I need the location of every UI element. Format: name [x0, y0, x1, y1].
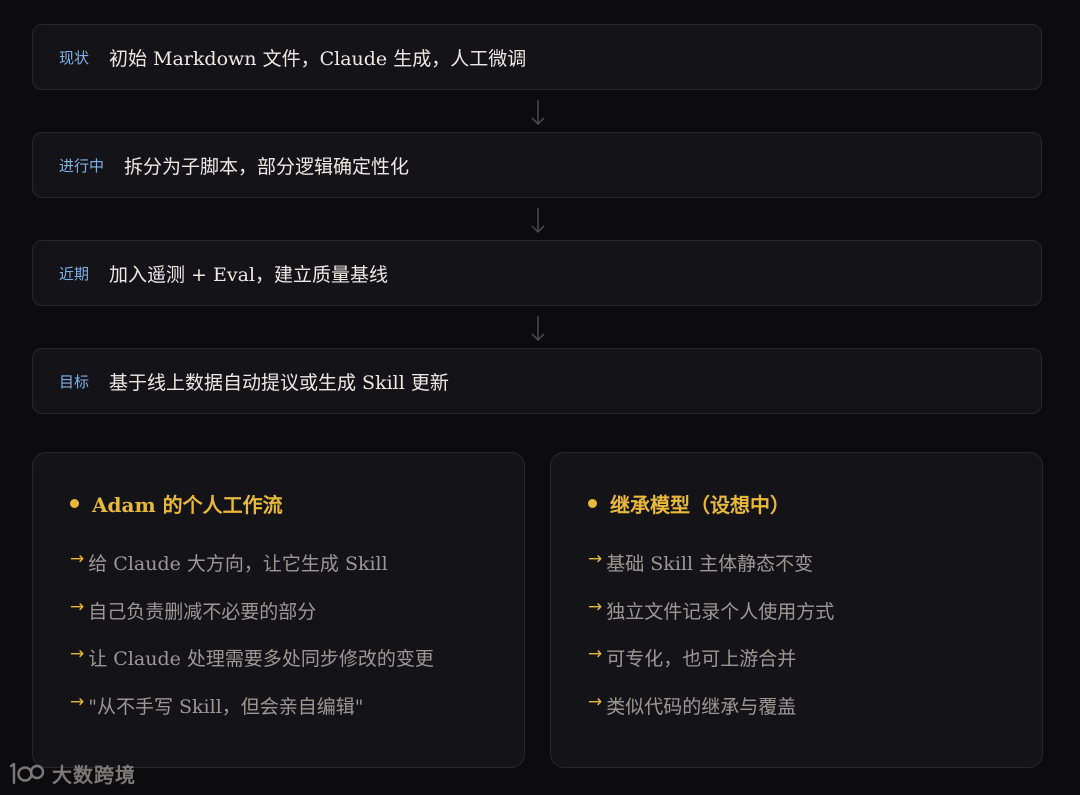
arrow-down-icon — [531, 316, 545, 342]
list-item-text: "从不手写 Skill，但会亲自编辑" — [88, 695, 364, 718]
step-text: 加入遥测 + Eval，建立质量基线 — [109, 263, 389, 286]
step-label: 近期 — [59, 264, 90, 283]
card-title: 继承模型（设想中） — [588, 489, 790, 518]
card-inheritance-model: 继承模型（设想中） →基础 Skill 主体静态不变 →独立文件记录个人使用方式… — [550, 452, 1043, 768]
list-item: →给 Claude 大方向，让它生成 Skill — [70, 549, 434, 597]
list-item: →自己负责删减不必要的部分 — [70, 597, 434, 645]
arrow-right-icon: → — [588, 596, 603, 617]
arrow-right-icon: → — [70, 691, 85, 712]
bullet-dot-icon — [588, 499, 597, 508]
bullet-dot-icon — [70, 499, 79, 508]
arrow-down-icon — [531, 100, 545, 126]
list-item: →类似代码的继承与覆盖 — [588, 692, 834, 740]
list-item: →独立文件记录个人使用方式 — [588, 597, 834, 645]
arrow-right-icon: → — [588, 691, 603, 712]
list-item-text: 独立文件记录个人使用方式 — [606, 600, 835, 623]
watermark-logo-icon — [9, 762, 45, 785]
list-item: →基础 Skill 主体静态不变 — [588, 549, 834, 597]
arrow-right-icon: → — [588, 644, 603, 664]
step-label: 现状 — [59, 48, 90, 67]
watermark-text: 大数跨境 — [52, 762, 136, 787]
list-item: →可专化，也可上游合并 — [588, 644, 834, 692]
arrow-right-icon: → — [70, 644, 85, 664]
step-in-progress: 进行中 拆分为子脚本，部分逻辑确定性化 — [32, 132, 1042, 198]
step-label: 进行中 — [59, 156, 105, 175]
step-label: 目标 — [59, 372, 90, 391]
card-title: Adam 的个人工作流 — [70, 489, 283, 518]
card-title-text: Adam 的个人工作流 — [92, 493, 283, 517]
card-adam-workflow: Adam 的个人工作流 →给 Claude 大方向，让它生成 Skill →自己… — [32, 452, 525, 768]
card-list: →基础 Skill 主体静态不变 →独立文件记录个人使用方式 →可专化，也可上游… — [588, 549, 834, 739]
list-item-text: 自己负责删减不必要的部分 — [88, 600, 317, 623]
step-goal: 目标 基于线上数据自动提议或生成 Skill 更新 — [32, 348, 1042, 414]
list-item-text: 让 Claude 处理需要多处同步修改的变更 — [88, 648, 434, 670]
list-item-text: 类似代码的继承与覆盖 — [606, 695, 797, 718]
arrow-right-icon: → — [70, 549, 85, 569]
arrow-down-icon — [531, 208, 545, 234]
list-item: →让 Claude 处理需要多处同步修改的变更 — [70, 644, 434, 692]
step-text: 拆分为子脚本，部分逻辑确定性化 — [124, 155, 410, 178]
list-item: →"从不手写 Skill，但会亲自编辑" — [70, 692, 434, 740]
step-text: 基于线上数据自动提议或生成 Skill 更新 — [109, 371, 449, 394]
list-item-text: 可专化，也可上游合并 — [606, 648, 797, 670]
list-item-text: 给 Claude 大方向，让它生成 Skill — [88, 553, 388, 575]
step-current: 现状 初始 Markdown 文件，Claude 生成，人工微调 — [32, 24, 1042, 90]
step-text: 初始 Markdown 文件，Claude 生成，人工微调 — [109, 47, 527, 70]
arrow-right-icon: → — [588, 549, 603, 569]
card-list: →给 Claude 大方向，让它生成 Skill →自己负责删减不必要的部分 →… — [70, 549, 434, 739]
watermark: 大数跨境 — [8, 758, 136, 788]
list-item-text: 基础 Skill 主体静态不变 — [606, 553, 814, 575]
card-title-text: 继承模型（设想中） — [610, 493, 790, 517]
step-near-term: 近期 加入遥测 + Eval，建立质量基线 — [32, 240, 1042, 306]
arrow-right-icon: → — [70, 596, 85, 617]
